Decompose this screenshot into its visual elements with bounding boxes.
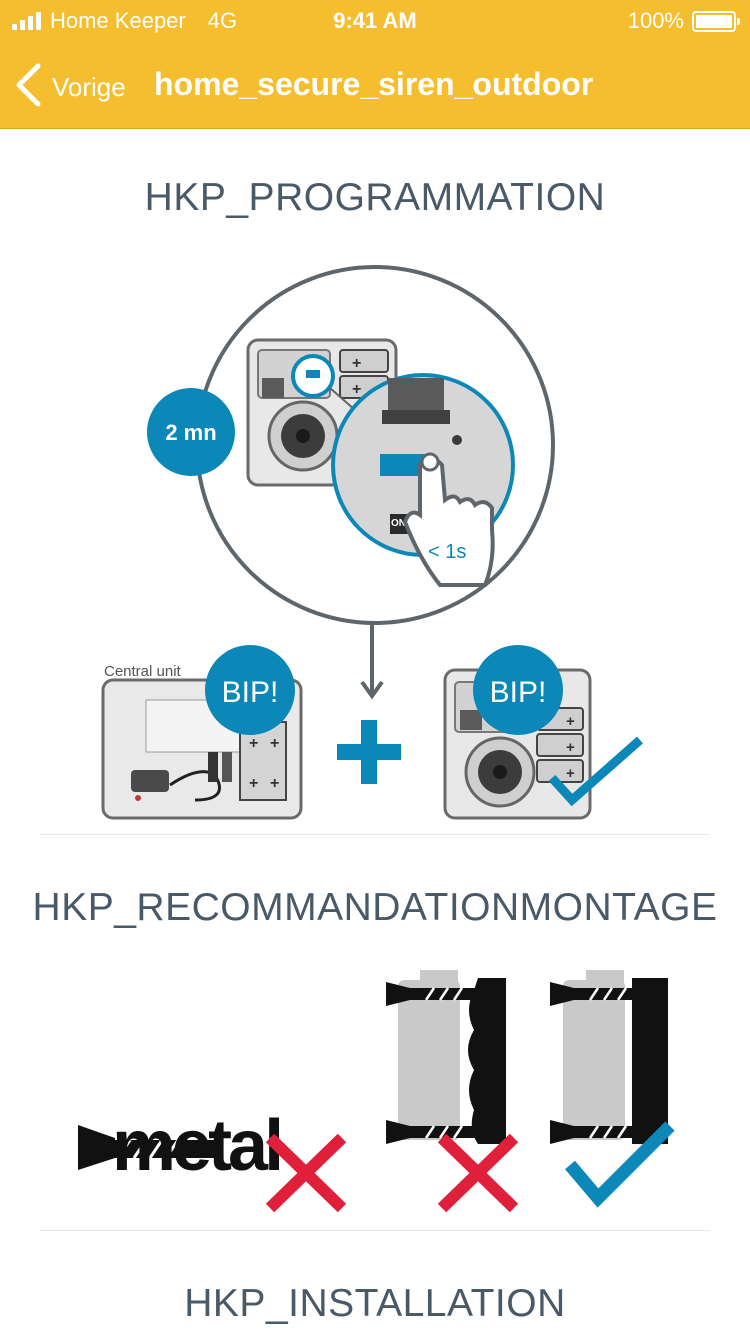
svg-text:+: + [566,765,575,782]
timer-badge [147,388,235,476]
network-type: 4G [207,8,238,33]
mounting-recommendation-illustration: metal [78,970,675,1213]
carrier-name: Home Keeper [50,8,186,33]
svg-text:+: + [270,775,279,792]
beep-badge-right [473,645,563,735]
central-unit-label: Central unit [104,663,182,680]
battery-icon [692,10,740,32]
carrier-info: Home Keeper 4G [12,8,237,34]
cross-icon [265,1133,347,1213]
section-title-installation: HKP_INSTALLATION [184,1282,566,1325]
pointing-hand-icon [402,456,495,587]
back-label: Vorige [52,71,126,102]
zoom-bubble: ON < 1s [331,373,515,587]
section-divider [40,834,710,835]
svg-text:+: + [566,713,575,730]
section-title-recommandation-montage: HKP_RECOMMANDATIONMONTAGE [32,886,718,929]
svg-text:+: + [352,355,361,372]
clock: 9:41 AM [333,8,417,33]
switch-on-label: ON [391,518,406,529]
metal-surface-wrong: metal [78,1106,284,1186]
press-duration-label: < 1s [428,541,466,563]
checkmark-icon [548,736,643,807]
chevron-left-icon [16,63,41,107]
checkmark-icon [565,1121,675,1208]
svg-text:+: + [270,735,279,752]
programming-illustration: + + ON < 1s 2 mn Central unit + + + + [101,265,643,820]
svg-text:+: + [249,735,258,752]
svg-text:+: + [249,775,258,792]
battery-percent: 100% [627,8,684,33]
section-title-programmation: HKP_PROGRAMMATION [144,176,606,219]
svg-text:+: + [566,739,575,756]
status-bar: Home Keeper 4G 9:41 AM 100% [0,0,750,40]
flat-wall-correct [550,970,668,1144]
battery-indicator: 100% [627,8,740,34]
timer-badge-label: 2 mn [165,420,216,445]
back-button[interactable]: Vorige [14,62,126,108]
cross-icon [437,1133,519,1213]
section-divider [40,1230,710,1231]
beep-label-right: BIP! [490,676,547,709]
uneven-wall-wrong [386,970,506,1144]
signal-strength-icon [12,12,41,30]
svg-text:+: + [352,381,361,398]
metal-word: metal [112,1106,280,1186]
beep-label-left: BIP! [222,676,279,709]
beep-badge-left [205,645,295,735]
navigation-bar: Vorige home_secure_siren_outdoor [0,40,750,129]
page-title: home_secure_siren_outdoor [154,66,594,102]
